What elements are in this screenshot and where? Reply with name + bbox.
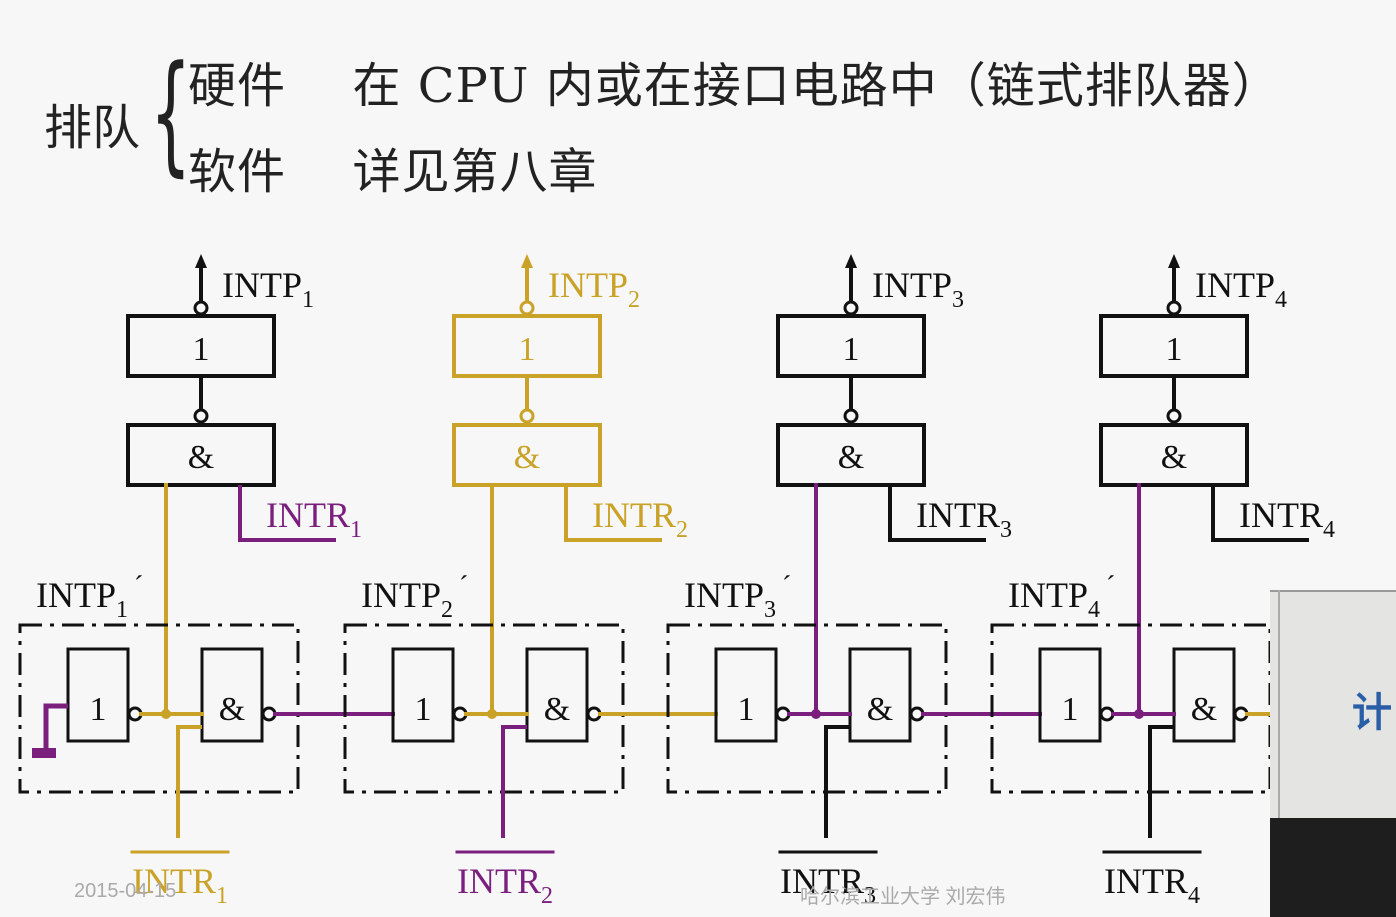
footer-date: 2015-04-15 — [74, 880, 177, 902]
and-gate-bottom-label-3: & — [867, 691, 893, 728]
intp-label-4: INTP4 — [1195, 265, 1287, 313]
intr-wire-4 — [1211, 485, 1309, 542]
and-gate-bottom-label-1: & — [219, 691, 245, 728]
and-gate-top-1 — [126, 423, 276, 487]
intp-label-2: INTP2 — [548, 265, 640, 313]
intp-prime-label-1: INTP1´ — [36, 571, 143, 623]
not-output-bubble-4 — [1166, 300, 1182, 316]
intrbar-wire-3 — [824, 725, 850, 838]
intp-label-1: INTP1 — [222, 265, 314, 313]
not-gate-top-label-1: 1 — [193, 331, 210, 368]
ground-stub-wire — [43, 703, 68, 754]
dashed-box-1 — [18, 623, 300, 794]
not-gate-bottom-1 — [66, 647, 130, 743]
group-label: 排队 — [44, 100, 141, 156]
and-gate-bottom-label-2: & — [544, 691, 570, 728]
intp-prime-label-4: INTP4´ — [1008, 571, 1115, 623]
footer-author: 哈尔滨工业大学 刘宏伟 — [800, 886, 1006, 908]
intrbar-label-3: INTR3 — [780, 861, 876, 909]
hardware-label: 硬件 — [188, 58, 287, 114]
intp-prime-label-3: INTP3´ — [684, 571, 791, 623]
not-gate-top-label-4: 1 — [1166, 331, 1183, 368]
ground-stub-bar — [32, 748, 56, 758]
brace: { — [150, 37, 192, 189]
intr-label-2: INTR2 — [592, 495, 688, 543]
not-gate-bottom-label-3: 1 — [738, 691, 755, 728]
and-output-bubble-4 — [1166, 408, 1182, 424]
not-output-bubble-3 — [843, 300, 859, 316]
not-output-bubble-2 — [519, 300, 535, 316]
and-gate-bottom-4 — [1172, 647, 1236, 743]
and-gate-top-label-4: & — [1161, 439, 1187, 476]
and-output-bubble-3 — [843, 408, 859, 424]
intrbar-wire-2 — [501, 725, 527, 838]
and-output-bubble-2 — [519, 408, 535, 424]
and-gate-top-label-3: & — [838, 439, 864, 476]
not-gate-top-label-3: 1 — [843, 331, 860, 368]
not-gate-bottom-2 — [391, 647, 455, 743]
dashed-box-2 — [343, 623, 625, 794]
intp-arrow-4 — [1168, 254, 1180, 268]
junction-dot-1 — [161, 709, 171, 719]
intp-prime-label-2: INTP2´ — [361, 571, 468, 623]
intr-wire-2 — [564, 485, 662, 542]
not-output-bubble-1 — [193, 300, 209, 316]
junction-dot-2 — [487, 709, 497, 719]
junction-dot-4 — [1134, 709, 1144, 719]
hardware-row: 硬件 在 CPU 内或在接口电路中（链式排队器） — [188, 46, 1281, 116]
intp-arrow-3 — [845, 254, 857, 268]
intr-label-1: INTR1 — [266, 495, 362, 543]
intr-label-4: INTR4 — [1239, 495, 1335, 543]
intrbar-wire-4 — [1148, 725, 1174, 838]
and-gate-bottom-2 — [525, 647, 589, 743]
not-gate-top-label-2: 1 — [519, 331, 536, 368]
not-gate-bottom-3 — [714, 647, 778, 743]
and-gate-top-2 — [452, 423, 602, 487]
not-gate-bottom-4 — [1038, 647, 1102, 743]
and-gate-bottom-3 — [848, 647, 912, 743]
software-label: 软件 — [188, 144, 287, 200]
not-gate-bottom-label-1: 1 — [90, 691, 107, 728]
video-inset: 计 — [1270, 590, 1396, 917]
and-gate-top-3 — [776, 423, 926, 487]
intr-wire-1 — [238, 485, 336, 542]
dashed-box-4 — [990, 623, 1272, 794]
and-gate-top-label-2: & — [514, 439, 540, 476]
intr-wire-3 — [888, 485, 986, 542]
intr-label-3: INTR3 — [916, 495, 1012, 543]
software-detail: 详见第八章 — [352, 144, 598, 200]
not-gate-bottom-label-2: 1 — [415, 691, 432, 728]
intp-label-3: INTP3 — [872, 265, 964, 313]
junction-dot-3 — [811, 709, 821, 719]
and-gate-top-label-1: & — [188, 439, 214, 476]
inset-char: 计 — [1352, 690, 1392, 736]
hardware-detail: 在 CPU 内或在接口电路中（链式排队器） — [352, 58, 1281, 114]
intrbar-label-1: INTR1 — [132, 861, 228, 909]
intrbar-wire-1 — [176, 725, 202, 838]
software-row: 软件 详见第八章 — [188, 132, 598, 202]
intrbar-label-4: INTR4 — [1104, 861, 1200, 909]
not-gate-bottom-label-4: 1 — [1062, 691, 1079, 728]
and-gate-bottom-1 — [200, 647, 264, 743]
and-gate-top-4 — [1099, 423, 1249, 487]
intrbar-label-2: INTR2 — [457, 861, 553, 909]
dashed-box-3 — [666, 623, 948, 794]
intp-arrow-1 — [195, 254, 207, 268]
and-gate-bottom-label-4: & — [1191, 691, 1217, 728]
and-output-bubble-1 — [193, 408, 209, 424]
intp-arrow-2 — [521, 254, 533, 268]
